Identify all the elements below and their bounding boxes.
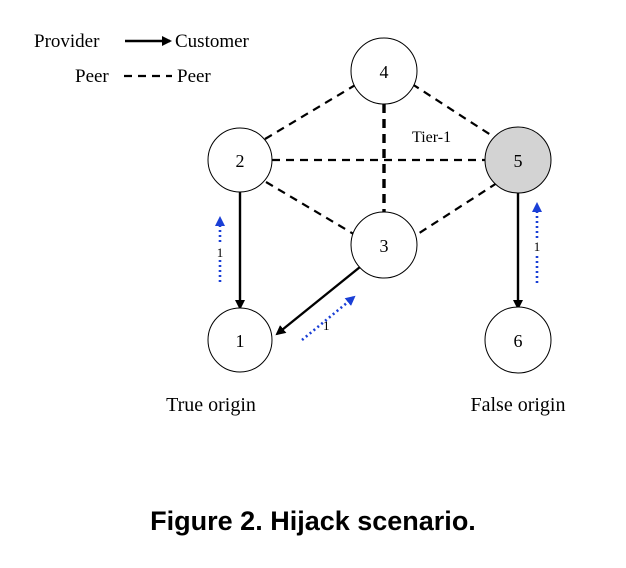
node-1: 1	[207, 307, 273, 373]
node-2: 2	[207, 127, 273, 193]
legend-provider-label: Provider	[34, 31, 100, 52]
node-3: 3	[350, 211, 418, 279]
node-4: 4	[350, 37, 418, 105]
announcement-6-to-5-label: 1	[534, 239, 541, 254]
legend-peer-right-label: Peer	[177, 66, 211, 87]
node-2-label: 2	[236, 151, 245, 171]
announcement-1-to-2-label: 1	[217, 245, 224, 260]
legend-customer-label: Customer	[175, 31, 250, 52]
edge-2-4	[264, 83, 358, 140]
true-origin-label: True origin	[166, 394, 256, 416]
node-1-circle	[207, 307, 273, 373]
tier-1-label: Tier-1	[412, 129, 451, 146]
node-1-label: 1	[236, 331, 245, 351]
false-origin-label: False origin	[471, 394, 566, 416]
node-6-label: 6	[514, 331, 523, 351]
node-6-circle	[484, 306, 552, 374]
announcement-1-to-3-arrow	[301, 295, 356, 342]
edge-3-1	[275, 266, 361, 336]
node-3-label: 3	[380, 236, 389, 256]
node-5-circle	[484, 126, 552, 194]
peer-edges	[264, 83, 498, 240]
node-5: 5	[484, 126, 552, 194]
legend: Provider Customer Peer Peer	[34, 31, 250, 87]
node-3-circle	[350, 211, 418, 279]
node-2-circle	[207, 127, 273, 193]
node-4-circle	[350, 37, 418, 105]
node-5-label: 5	[514, 151, 523, 171]
announcements: 1 1 1	[214, 202, 543, 342]
node-4-label: 4	[380, 62, 389, 82]
node-6: 6	[484, 306, 552, 374]
provider-customer-edges	[235, 192, 523, 336]
figure-caption: Figure 2. Hijack scenario.	[150, 506, 476, 536]
edge-5-3	[409, 182, 498, 240]
edge-4-5	[411, 83, 498, 140]
legend-peer-left-label: Peer	[75, 66, 109, 87]
announcement-1-to-3-label: 1	[323, 318, 330, 333]
edge-2-3	[265, 181, 358, 237]
